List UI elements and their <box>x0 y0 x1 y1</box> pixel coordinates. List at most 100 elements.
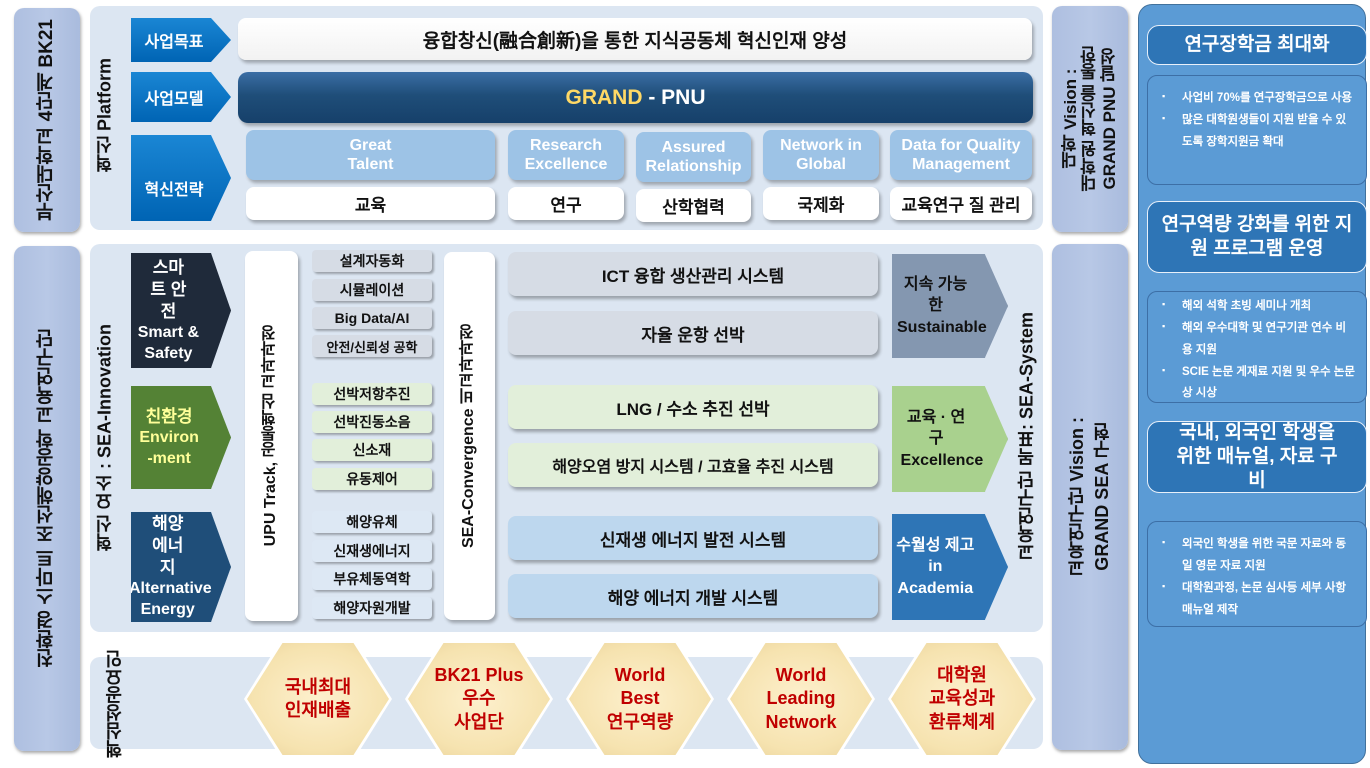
right-support-panel: 연구장학금 최대화 사업비 70%를 연구장학금으로 사용 많은 대학원생들이 … <box>1138 4 1367 764</box>
goal-sustainable-text: 지속 가능한 Sustainable <box>897 274 1003 339</box>
goal-statement: 융합창신(融合創新)을 통한 지식공동체 혁신인재 양성 <box>238 18 1032 60</box>
strategy-arrow-label: 혁신전략 <box>144 182 204 199</box>
element-ko: 해양 에너지 <box>152 514 184 578</box>
group-vision-label: 교육연구단 Vision : GRAND SEA 구현 <box>1052 244 1128 750</box>
vision-line1: 대학 Vision : <box>1060 69 1080 169</box>
pnu-text: PNU <box>661 85 706 109</box>
university-bk21-label: 부산대학교 4단계 BK21 <box>14 8 80 232</box>
upu-track-box: UPU Track, 공통핵심 교과과정 <box>245 251 298 621</box>
success-factor-text: 대학원 교육성과 환류체계 <box>891 643 1033 755</box>
system-item: 해양 에너지 개발 시스템 <box>508 574 878 618</box>
goal-ko: 수월성 제고 <box>896 536 975 554</box>
element-alternative-energy: 해양 에너지 Alternative Energy <box>131 512 231 622</box>
strategy-ko-text: 산학협력 <box>662 198 725 217</box>
system-item: 신재생 에너지 발전 시스템 <box>508 516 878 560</box>
model-arrow: 사업모델 <box>131 72 231 122</box>
system-item: 해양오염 방지 시스템 / 고효율 추진 시스템 <box>508 443 878 487</box>
goal-ko: 교육 · 연구 <box>906 408 966 448</box>
strategy-ko-text: 교육연구 질 관리 <box>901 196 1021 215</box>
element-en: Environ-ment <box>139 428 199 467</box>
group-vision-line1: 교육연구단 Vision : <box>1066 417 1087 577</box>
strategy-en-4: Data for Quality Management <box>890 130 1032 180</box>
system-item: 자율 운항 선박 <box>508 311 878 355</box>
strategy-arrow: 혁신전략 <box>131 135 231 221</box>
research-support-details: 해외 석학 초빙 세미나 개최 해외 우수대학 및 연구기관 연수 비용 지원 … <box>1147 291 1367 403</box>
goal-en: in Academia <box>897 558 974 597</box>
strategy-en-text: Network in Global <box>780 136 862 173</box>
element-en: Smart & Safety <box>137 323 200 362</box>
strategy-en-text: Data for Quality Management <box>901 136 1021 173</box>
university-bk21-text: 부산대학교 4단계 BK21 <box>36 18 58 222</box>
bullet-item: SCIE 논문 게재료 지원 및 우수 논문상 시상 <box>1158 362 1356 406</box>
success-side-label: 핵심 성공요인 <box>90 650 140 758</box>
goal-excellence: 교육 · 연구 Excellence <box>892 386 1008 492</box>
element-environment-text: 친환경 Environ-ment <box>139 406 223 470</box>
upu-track-text: UPU Track, 공통핵심 교과과정 <box>262 325 280 547</box>
system-item: ICT 융합 생산관리 시스템 <box>508 252 878 296</box>
strategy-ko-2: 산학협력 <box>636 189 751 222</box>
grand-pnu-bar: GRAND - PNU <box>238 72 1033 123</box>
course-tag: 시뮬레이션 <box>312 279 432 301</box>
course-tag: 신소재 <box>312 439 432 461</box>
goal-excellence-text: 교육 · 연구 Excellence <box>901 407 1000 472</box>
element-ko: 스마트 안전 <box>150 257 187 321</box>
university-vision-text: 대학 Vision : 대학원 혁신을 통한 GRAND PNU 달성 <box>1061 46 1120 191</box>
success-factor-hex: 대학원 교육성과 환류체계 <box>888 640 1036 758</box>
success-label-line2: 성공요인 <box>104 650 125 722</box>
strategy-ko-text: 교육 <box>354 196 387 215</box>
group-vision-text: 교육연구단 Vision : GRAND SEA 구현 <box>1065 417 1115 577</box>
course-tag: 설계자동화 <box>312 250 432 272</box>
grand-sep: - <box>642 85 662 109</box>
strategy-en-2: Assured Relationship <box>636 132 751 182</box>
success-factor-hex: BK21 Plus 우수 사업단 <box>405 640 553 758</box>
course-tag: 해양유체 <box>312 511 432 533</box>
manual-title: 국내, 외국인 학생을 위한 매뉴얼, 자료 구비 <box>1147 421 1367 493</box>
innovation-side-label: 혁신 요소 : SEA-Innovation <box>94 324 115 551</box>
vision-line2: 대학원 혁신을 통한 <box>1080 46 1100 192</box>
strategy-en-1: Research Excellence <box>508 130 624 180</box>
goal-ko: 지속 가능한 <box>903 275 968 315</box>
element-ko: 친환경 <box>145 406 193 426</box>
course-tag: 유동제어 <box>312 468 432 490</box>
success-factor-hex: World Best 연구역량 <box>566 640 714 758</box>
goal-en: Excellence <box>900 451 984 469</box>
goal-arrow: 사업목표 <box>131 18 231 62</box>
course-tag: 부유체동역학 <box>312 568 432 590</box>
strategy-ko-text: 연구 <box>550 196 582 215</box>
goal-arrow-label: 사업목표 <box>144 34 204 51</box>
strategy-ko-0: 교육 <box>246 187 495 220</box>
goal-academia: 수월성 제고 in Academia <box>892 514 1008 620</box>
element-en: Alternative Energy <box>129 580 212 619</box>
goal-academia-text: 수월성 제고 in Academia <box>895 535 1005 600</box>
success-factor-hex: World Leading Network <box>727 640 875 758</box>
sea-convergence-box: SEA-Convergence 비교과과정 <box>444 252 495 620</box>
success-factor-hex: 국내최대 인재배출 <box>244 640 392 758</box>
bullet-item: 외국인 학생을 위한 국문 자료와 동일 영문 자료 지원 <box>1158 534 1356 578</box>
strategy-en-text: Research Excellence <box>524 136 608 173</box>
success-label-line1: 핵심 <box>104 722 125 758</box>
strategy-en-3: Network in Global <box>763 130 879 180</box>
course-tag: 안전/신뢰성 공학 <box>312 335 432 357</box>
course-tag: 선박저항추진 <box>312 383 432 405</box>
scholarship-details: 사업비 70%를 연구장학금으로 사용 많은 대학원생들이 지원 받을 수 있도… <box>1147 75 1367 185</box>
manual-details: 외국인 학생을 위한 국문 자료와 동일 영문 자료 지원 대학원과정, 논문 … <box>1147 521 1367 627</box>
success-factor-text: World Best 연구역량 <box>569 643 711 755</box>
grand-text: GRAND <box>565 85 643 109</box>
bullet-item: 많은 대학원생들이 지원 받을 수 있도록 장학지원금 확대 <box>1158 110 1356 154</box>
course-tag: Big Data/AI <box>312 307 432 329</box>
research-group-label: 친환경 스마트 조선해양공학 교육연구단 <box>14 246 80 751</box>
element-smart-safety-text: 스마트 안전 Smart & Safety <box>134 257 228 365</box>
bullet-item: 대학원과정, 논문 심사등 세부 사항 매뉴얼 제작 <box>1158 578 1356 622</box>
element-smart-safety: 스마트 안전 Smart & Safety <box>131 253 231 368</box>
research-support-title: 연구역량 강화를 위한 지원 프로그램 운영 <box>1147 201 1367 273</box>
goal-statement-text: 융합창신(融合創新)을 통한 지식공동체 혁신인재 양성 <box>422 30 848 52</box>
course-tag: 신재생에너지 <box>312 540 432 562</box>
bullet-item: 해외 석학 초빙 세미나 개최 <box>1158 296 1356 318</box>
strategy-ko-1: 연구 <box>508 187 624 220</box>
element-alt-energy-text: 해양 에너지 Alternative Energy <box>129 513 231 621</box>
strategy-en-0: Great Talent <box>246 130 495 180</box>
course-tag: 해양자원개발 <box>312 597 432 619</box>
success-factor-text: BK21 Plus 우수 사업단 <box>408 643 550 755</box>
success-factor-text: 국내최대 인재배출 <box>247 643 389 755</box>
success-factor-text: World Leading Network <box>730 643 872 755</box>
